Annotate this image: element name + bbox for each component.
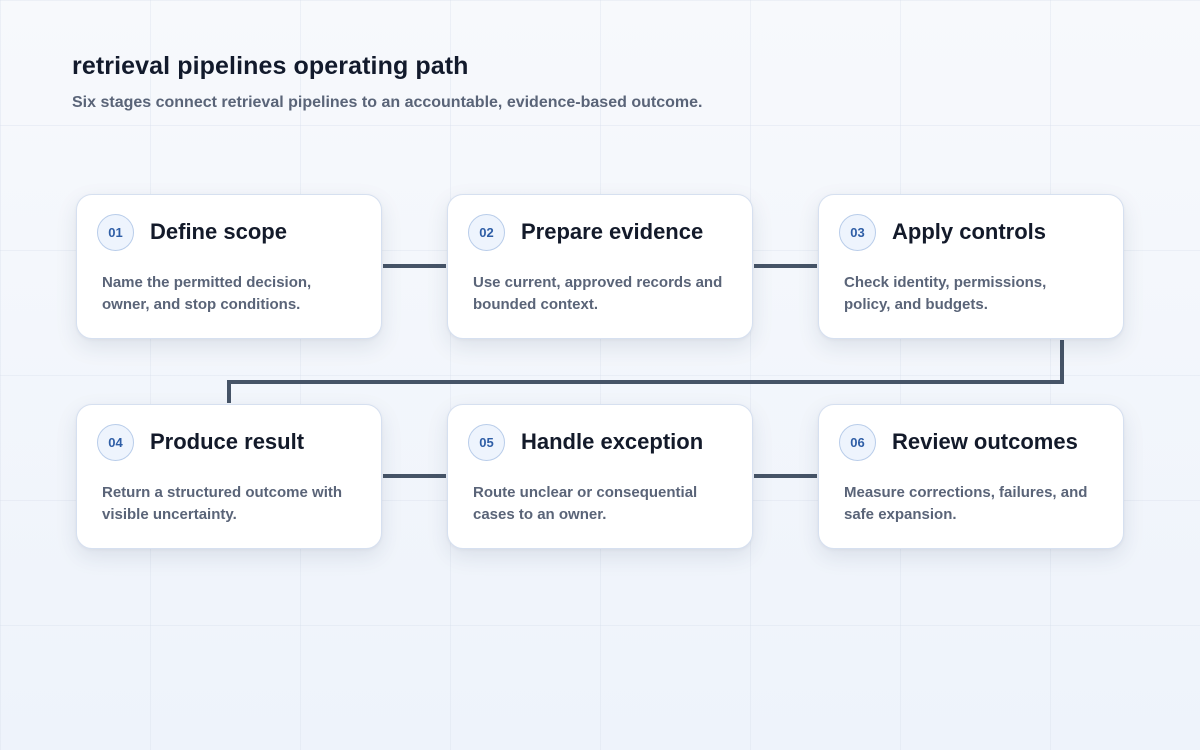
stage-description: Name the permitted decision, owner, and … — [102, 274, 312, 313]
stage-title: Prepare evidence — [521, 219, 704, 244]
stage-number-badge: 01 — [97, 214, 134, 251]
stage-card-01: 01 Define scope Name the permitted decis… — [76, 194, 382, 339]
stage-number-badge: 04 — [97, 424, 134, 461]
stage-title: Apply controls — [892, 219, 1047, 244]
stage-number-badge: 02 — [468, 214, 505, 251]
page-subtitle: Six stages connect retrieval pipelines t… — [72, 94, 703, 111]
stage-title: Review outcomes — [892, 429, 1078, 454]
stage-description: Use current, approved records and bounde… — [473, 274, 723, 313]
stage-card-03: 03 Apply controls Check identity, permis… — [818, 194, 1124, 339]
stage-description: Check identity, permissions, policy, and… — [844, 274, 1047, 313]
stage-title: Handle exception — [521, 429, 704, 454]
stage-card-05: 05 Handle exception Route unclear or con… — [447, 404, 753, 549]
page-title: retrieval pipelines operating path — [72, 52, 469, 80]
stage-description: Route unclear or consequential cases to … — [473, 484, 698, 523]
stage-number-badge: 03 — [839, 214, 876, 251]
stage-number-badge: 05 — [468, 424, 505, 461]
stage-description: Measure corrections, failures, and safe … — [844, 484, 1088, 523]
stage-card-06: 06 Review outcomes Measure corrections, … — [818, 404, 1124, 549]
stage-description: Return a structured outcome with visible… — [102, 484, 343, 523]
stage-title: Produce result — [150, 429, 305, 454]
connector-03-04 — [227, 340, 1064, 403]
stage-card-04: 04 Produce result Return a structured ou… — [76, 404, 382, 549]
stage-title: Define scope — [150, 219, 287, 244]
stage-card-02: 02 Prepare evidence Use current, approve… — [447, 194, 753, 339]
stage-number-badge: 06 — [839, 424, 876, 461]
